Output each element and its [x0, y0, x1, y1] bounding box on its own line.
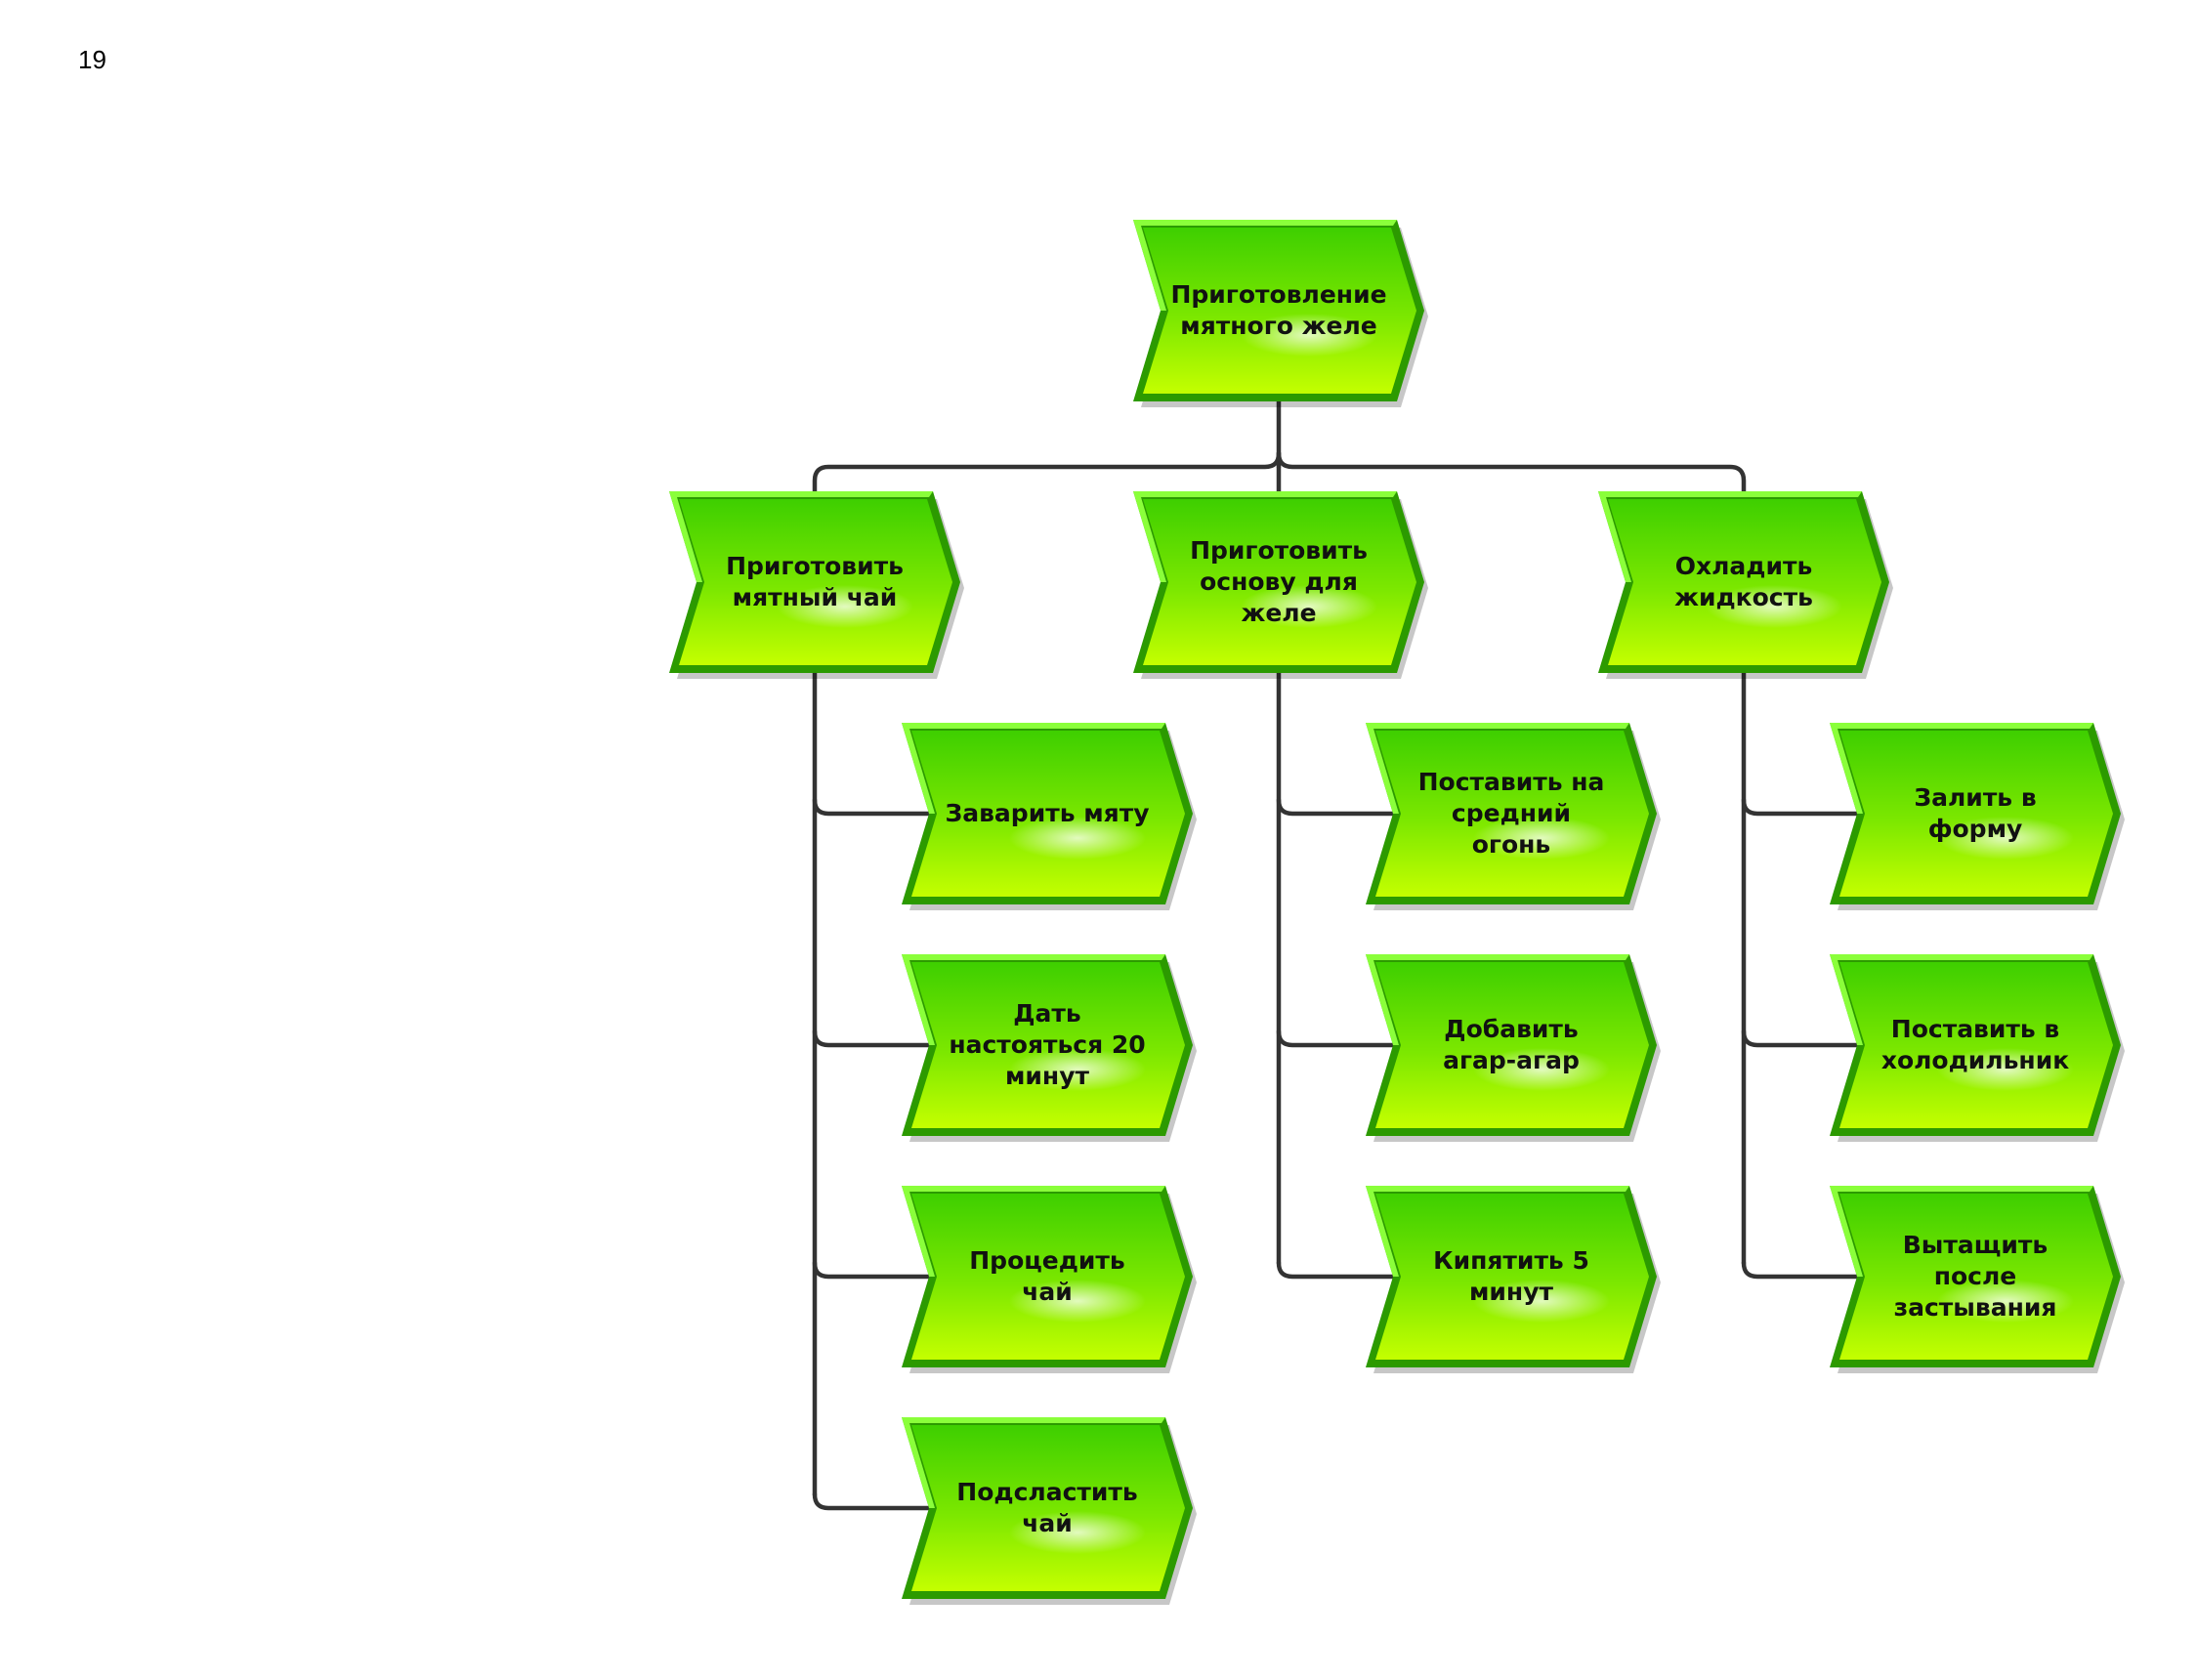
branch-process-node[interactable]: Приготовить основу для желе — [1133, 491, 1428, 679]
branch-process-node[interactable]: Приготовить мятный чай — [669, 491, 964, 679]
step-connector — [812, 1260, 938, 1280]
process-chevron-shape — [1133, 220, 1428, 407]
branch-connector — [1276, 450, 1747, 494]
step-process-node[interactable]: Дать настояться 20 минут — [902, 954, 1197, 1142]
step-connector — [1276, 1029, 1402, 1048]
process-chevron-shape — [902, 954, 1197, 1142]
node-label: Вытащить после застывания — [1893, 1231, 2057, 1322]
node-label: Поставить в холодильник — [1880, 1015, 2070, 1074]
process-chevron-shape — [902, 723, 1197, 910]
node-label: Залить в форму — [1914, 783, 2037, 843]
node-label: Дать настояться 20 минут — [949, 999, 1146, 1090]
step-process-node[interactable]: Вытащить после застывания — [1830, 1186, 2125, 1373]
branch-connector — [812, 450, 1282, 494]
node-label: Приготовить мятный чай — [726, 552, 904, 611]
step-process-node[interactable]: Залить в форму — [1830, 723, 2125, 910]
step-connector — [812, 1491, 938, 1511]
step-connector — [812, 797, 938, 817]
step-process-node[interactable]: Добавить агар-агар — [1366, 954, 1661, 1142]
step-connector — [1276, 1260, 1402, 1280]
process-chevron-shape — [1366, 1186, 1661, 1373]
node-label: Заварить мяту — [945, 799, 1150, 827]
node-label: Приготовление мятного желе — [1170, 280, 1387, 340]
process-chevron-shape — [1366, 954, 1661, 1142]
step-connector — [812, 1029, 938, 1048]
node-label: Добавить агар-агар — [1443, 1015, 1580, 1074]
process-chevron-shape — [902, 1186, 1197, 1373]
step-connector — [1741, 1260, 1866, 1280]
node-label: Процедить чай — [969, 1246, 1125, 1306]
step-process-node[interactable]: Поставить на средний огонь — [1366, 723, 1661, 910]
branch-process-node[interactable]: Охладить жидкость — [1598, 491, 1893, 679]
node-label: Подсластить чай — [956, 1478, 1138, 1537]
step-process-node[interactable]: Заварить мяту — [902, 723, 1197, 910]
step-connector — [1741, 797, 1866, 817]
process-chevron-shape — [1830, 723, 2125, 910]
step-process-node[interactable]: Поставить в холодильник — [1830, 954, 2125, 1142]
process-chevron-shape — [902, 1417, 1197, 1605]
process-chevron-shape — [669, 491, 964, 679]
step-process-node[interactable]: Подсластить чай — [902, 1417, 1197, 1605]
process-chevron-shape — [1598, 491, 1893, 679]
node-label: Поставить на средний огонь — [1417, 768, 1605, 859]
process-chevron-shape — [1830, 954, 2125, 1142]
process-chevron-shape — [1133, 491, 1428, 679]
node-label: Охладить жидкость — [1674, 552, 1813, 611]
node-label: Приготовить основу для желе — [1190, 536, 1368, 627]
step-connector — [1741, 1029, 1866, 1048]
page-number: 19 — [78, 45, 106, 74]
step-process-node[interactable]: Процедить чай — [902, 1186, 1197, 1373]
node-label: Кипятить 5 минут — [1433, 1246, 1589, 1306]
root-process-node[interactable]: Приготовление мятного желе — [1133, 220, 1428, 407]
process-chevron-shape — [1830, 1186, 2125, 1373]
step-connector — [1276, 797, 1402, 817]
step-process-node[interactable]: Кипятить 5 минут — [1366, 1186, 1661, 1373]
process-chevron-shape — [1366, 723, 1661, 910]
